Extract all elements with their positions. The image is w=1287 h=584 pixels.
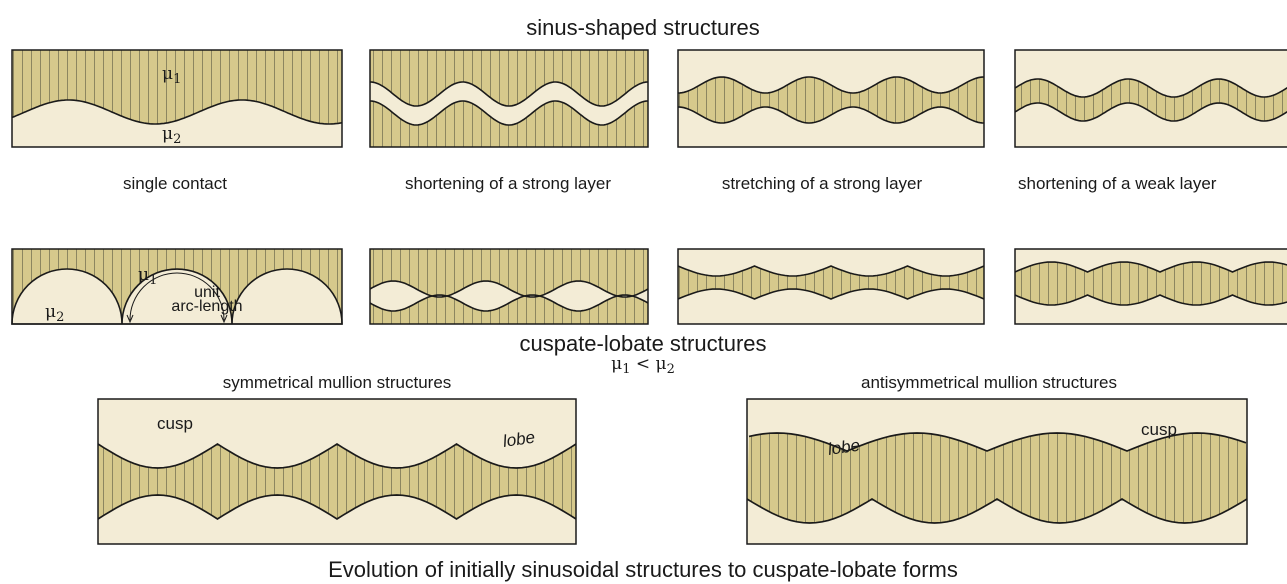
title-cuspate-lobate: cuspate-lobate structures (519, 331, 767, 356)
layer-bottom-line (677, 288, 985, 300)
arc-length-label: arc-length (171, 298, 243, 315)
weak-layer (1015, 262, 1287, 305)
panel-cuspate-shortening-weak-frame (1014, 248, 1287, 325)
layer-bottom-line (1014, 294, 1287, 306)
cusp-label-right: cusp (1141, 420, 1177, 439)
mu2-label-cuspate: μ2 (45, 302, 65, 325)
mu1-label-cuspate: μ1 (138, 265, 158, 288)
panel-single-contact-frame (11, 49, 343, 148)
layer-bottom-line (677, 106, 985, 124)
title-antisymmetrical-mullion: antisymmetrical mullion structures (860, 373, 1118, 392)
panel-cuspate-shortening-strong-frame (369, 248, 649, 325)
title-symmetrical-mullion: symmetrical mullion structures (222, 373, 452, 392)
weak-layer (370, 281, 648, 311)
strong-layer (678, 266, 984, 299)
lobe-label-left: lobe (501, 427, 537, 451)
arrow-head-right (220, 314, 228, 324)
caption-stretching-strong: stretching of a strong layer (721, 174, 923, 193)
layer-top-line (369, 280, 649, 298)
layer-bottom-line (369, 100, 649, 126)
layer-bottom-line (97, 494, 577, 521)
title-evolution: Evolution of initially sinusoidal struct… (328, 557, 958, 582)
condition-label: μ1 < μ2 (611, 354, 675, 377)
strong-layer (98, 444, 576, 519)
panel-stretching-strong-frame (677, 49, 985, 148)
layer-top-line (677, 76, 985, 94)
weak-layer (1015, 79, 1287, 121)
contact-line (11, 99, 343, 125)
mu1-label-top: μ1 (162, 64, 182, 87)
arc-length-arrow (129, 272, 225, 321)
layer-top-line (748, 432, 1247, 452)
unit-label: unit (194, 284, 220, 301)
layer-bottom-line (1014, 102, 1287, 122)
strong-layer (12, 50, 342, 124)
strong-layer (747, 433, 1247, 523)
lobe-label-right: lobe (826, 435, 862, 459)
panel-cuspate-shortening-strong-bg (370, 249, 648, 324)
panel-cuspate-single-frame (11, 248, 343, 325)
layer-top-line (369, 81, 649, 107)
cusp-label-left: cusp (157, 414, 193, 433)
mu2-label-top: μ2 (162, 124, 182, 147)
layer-top-line (97, 442, 577, 469)
caption-single-contact: single contact (123, 174, 227, 193)
caption-shortening-strong: shortening of a strong layer (404, 174, 612, 193)
panel-shortening-strong-frame (369, 49, 649, 148)
panel-shortening-weak-frame (1014, 49, 1287, 148)
layer-bottom-line (746, 498, 1248, 524)
layer-bottom-line (369, 294, 649, 312)
layer-top-line (677, 265, 985, 277)
layer-top-line (1014, 261, 1287, 273)
panel-symmetrical-mullion-frame (97, 398, 577, 545)
caption-shortening-weak: shortening of a weak layer (1018, 174, 1217, 193)
panel-shortening-strong-bg (370, 50, 648, 147)
strong-layer (678, 77, 984, 123)
layer-top-line (1014, 78, 1287, 98)
arrow-head-left (126, 314, 134, 324)
weak-lobes (11, 268, 343, 325)
panel-antisymmetrical-mullion-frame (746, 398, 1248, 545)
title-sinus-shaped: sinus-shaped structures (526, 15, 760, 40)
weak-layer (370, 82, 648, 125)
panel-cuspate-stretching-strong-frame (677, 248, 985, 325)
